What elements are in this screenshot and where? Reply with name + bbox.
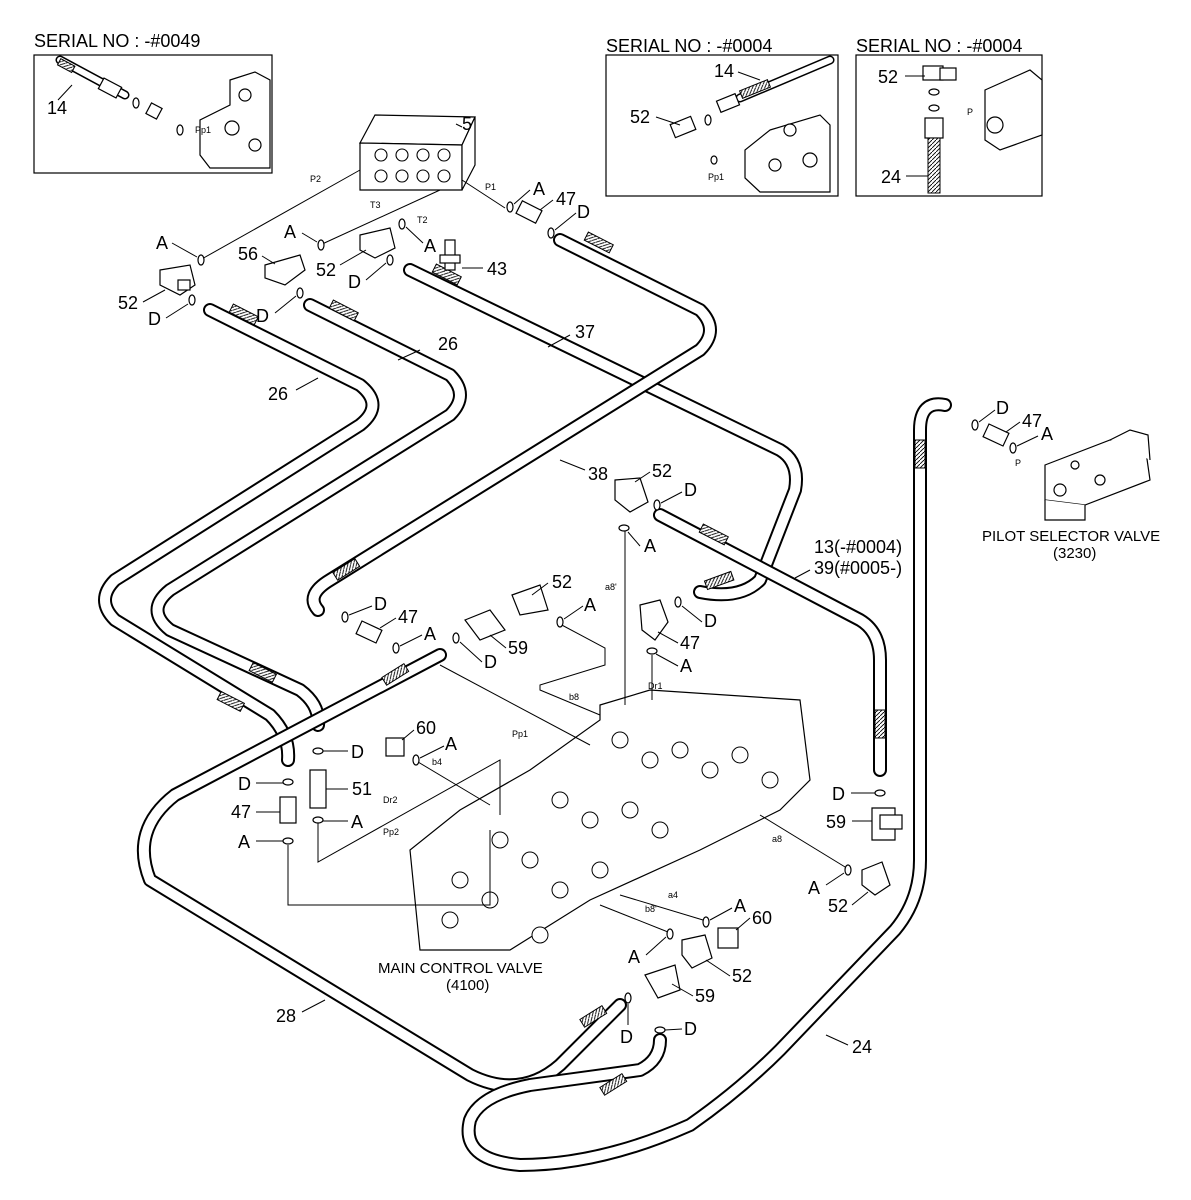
label-A: A <box>533 179 545 199</box>
port-Dr1: Dr1 <box>648 681 663 691</box>
port-b8-prime: b8' <box>645 904 657 914</box>
inset-title: SERIAL NO : -#0004 <box>856 36 1022 56</box>
port-a8: a8 <box>772 834 782 844</box>
pilot-valve-code: (3230) <box>1053 545 1096 562</box>
callout-51: 51 <box>352 779 372 799</box>
label-A: A <box>808 878 820 898</box>
port-Dr2: Dr2 <box>383 795 398 805</box>
callout-47: 47 <box>556 189 576 209</box>
port-P2: P2 <box>310 174 321 184</box>
callout-47: 47 <box>231 802 251 822</box>
callout-39: 39(#0005-) <box>814 558 902 578</box>
inset-serial-0049: SERIAL NO : -#0049 14 Pp1 <box>33 31 273 174</box>
callout-60: 60 <box>752 908 772 928</box>
callout-52: 52 <box>732 966 752 986</box>
callout-47: 47 <box>680 633 700 653</box>
label-D: D <box>704 611 717 631</box>
label-D: D <box>684 1019 697 1039</box>
label-A: A <box>424 236 436 256</box>
inset-title: SERIAL NO : -#0004 <box>606 36 772 56</box>
callout-5: 5 <box>462 114 472 134</box>
right-lower-fittings: D 59 A 52 A 60 A 52 59 D D <box>620 784 903 1047</box>
label-D: D <box>374 594 387 614</box>
port-label: P <box>967 107 973 117</box>
callout-59: 59 <box>508 638 528 658</box>
pilot-valve-name: PILOT SELECTOR VALVE <box>982 528 1160 545</box>
label-D: D <box>348 272 361 292</box>
label-D: D <box>684 480 697 500</box>
callout-52: 52 <box>652 461 672 481</box>
label-D: D <box>832 784 845 804</box>
inset-title: SERIAL NO : -#0049 <box>34 31 200 51</box>
left-lower-fittings: D D 51 47 A A 60 A <box>231 718 457 852</box>
port-a8-prime: a8' <box>605 582 617 592</box>
port-Pp1: Pp1 <box>512 729 528 739</box>
main-valve-name: MAIN CONTROL VALVE <box>378 960 543 977</box>
callout-52: 52 <box>552 572 572 592</box>
callout-37: 37 <box>575 322 595 342</box>
callout-52: 52 <box>316 260 336 280</box>
manifold-block: 5 P2 P1 T3 T2 <box>199 114 506 261</box>
port-Pp2: Pp2 <box>383 827 399 837</box>
callout: 52 <box>878 67 898 87</box>
label-A: A <box>1041 424 1053 444</box>
label-D: D <box>238 774 251 794</box>
pilot-selector-valve: P D 47 A PILOT SELECTOR VALVE (3230) <box>971 398 1160 562</box>
callout-56: 56 <box>238 244 258 264</box>
label-D: D <box>484 652 497 672</box>
callout-28: 28 <box>276 1006 296 1026</box>
port-T2: T2 <box>417 215 428 225</box>
inset-serial-0004-a: SERIAL NO : -#0004 14 52 Pp1 <box>605 36 839 197</box>
callout-47: 47 <box>398 607 418 627</box>
callout-59: 59 <box>695 986 715 1006</box>
label-D: D <box>577 202 590 222</box>
callout-38: 38 <box>588 464 608 484</box>
label-A: A <box>628 947 640 967</box>
label-A: A <box>584 595 596 615</box>
callout-26: 26 <box>268 384 288 404</box>
callout: 14 <box>714 61 734 81</box>
label-D: D <box>148 309 161 329</box>
upper-fittings: A 52 D A 56 D 52 A D 43 A 47 <box>118 179 590 329</box>
main-valve-code: (4100) <box>446 977 489 994</box>
label-D: D <box>351 742 364 762</box>
callout: 14 <box>47 98 67 118</box>
label-A: A <box>734 896 746 916</box>
callout-52: 52 <box>118 293 138 313</box>
port-b4: b4 <box>432 757 442 767</box>
callout-26: 26 <box>438 334 458 354</box>
port-label: Pp1 <box>195 125 211 135</box>
middle-fittings: 52 D A 52 A 59 D D 47 A D 47 <box>341 461 717 676</box>
callout-60: 60 <box>416 718 436 738</box>
callout-43: 43 <box>487 259 507 279</box>
hose-routing: 26 26 37 38 13(-#0004) 39(#0005-) 28 24 <box>98 231 952 1172</box>
label-A: A <box>680 656 692 676</box>
callout-47: 47 <box>1022 411 1042 431</box>
callout-13: 13(-#0004) <box>814 537 902 557</box>
callout-59: 59 <box>826 812 846 832</box>
label-A: A <box>644 536 656 556</box>
inset-serial-0004-b: SERIAL NO : -#0004 52 24 P <box>855 36 1043 197</box>
port-P: P <box>1015 458 1021 468</box>
port-T3: T3 <box>370 200 381 210</box>
port-b8: b8 <box>569 692 579 702</box>
callout: 24 <box>881 167 901 187</box>
callout: 52 <box>630 107 650 127</box>
main-control-valve: MAIN CONTROL VALVE (4100) Pp1 Pp2 Dr2 Dr… <box>287 530 851 994</box>
label-A: A <box>445 734 457 754</box>
label-A: A <box>424 624 436 644</box>
label-A: A <box>238 832 250 852</box>
label-D: D <box>996 398 1009 418</box>
callout-24: 24 <box>852 1037 872 1057</box>
port-label: Pp1 <box>708 172 724 182</box>
label-D: D <box>620 1027 633 1047</box>
label-D: D <box>256 306 269 326</box>
port-a4: a4 <box>668 890 678 900</box>
label-A: A <box>156 233 168 253</box>
label-A: A <box>351 812 363 832</box>
label-A: A <box>284 222 296 242</box>
port-P1: P1 <box>485 182 496 192</box>
callout-52: 52 <box>828 896 848 916</box>
